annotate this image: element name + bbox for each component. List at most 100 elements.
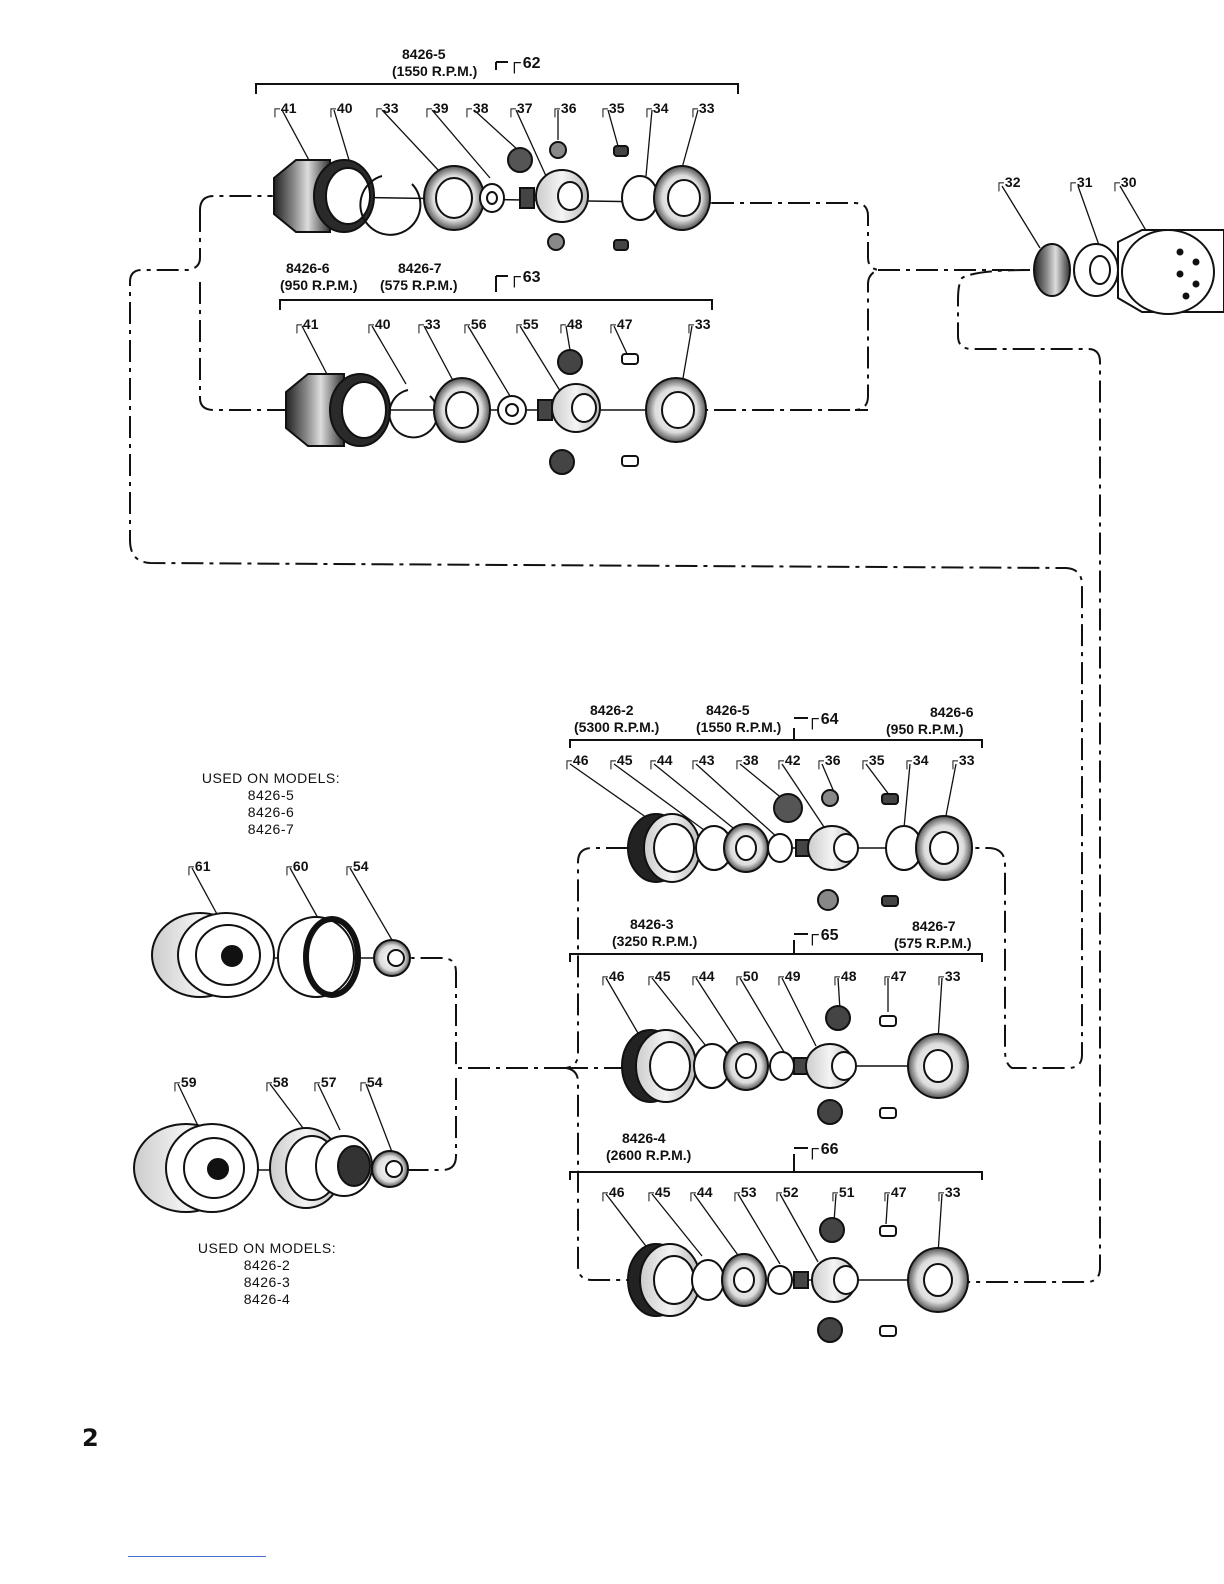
models-list-top: USED ON MODELS: 8426-5 8426-6 8426-7 — [196, 770, 346, 838]
assembly-64-callout: 64 — [806, 708, 839, 729]
model-item: 8426-5 — [247, 787, 295, 803]
assembly-brackets — [255, 61, 983, 1180]
assembly-64-model-3: 8426-6 — [930, 704, 974, 720]
part-label: 33 — [684, 316, 711, 332]
page-number: 2 — [82, 1424, 99, 1452]
assembly-66-rpm: (2600 R.P.M.) — [606, 1147, 692, 1163]
assembly-65-parts — [621, 1005, 969, 1125]
part-label: 39 — [422, 100, 449, 116]
part-label: 45 — [644, 1184, 671, 1200]
assembly-62-parts — [273, 141, 711, 251]
part-label: 60 — [282, 858, 309, 874]
part-label: 38 — [732, 752, 759, 768]
leader-lines — [177, 109, 1149, 1265]
part-label: 33 — [372, 100, 399, 116]
part-label: 38 — [462, 100, 489, 116]
part-label: 32 — [994, 174, 1021, 190]
part-label: 47 — [606, 316, 633, 332]
spindle-set-top-parts — [151, 912, 411, 998]
part-label: 58 — [262, 1074, 289, 1090]
assembly-63-rpm-2: (575 R.P.M.) — [380, 277, 458, 293]
part-label: 34 — [902, 752, 929, 768]
assembly-64-rpm-1: (5300 R.P.M.) — [574, 719, 660, 735]
assembly-64-rpm-3: (950 R.P.M.) — [886, 721, 964, 737]
part-label: 33 — [414, 316, 441, 332]
part-label: 44 — [646, 752, 673, 768]
part-label: 46 — [562, 752, 589, 768]
assembly-66-model: 8426-4 — [622, 1130, 666, 1146]
part-label: 41 — [292, 316, 319, 332]
assembly-64-rpm-2: (1550 R.P.M.) — [696, 719, 782, 735]
assembly-63-rpm-1: (950 R.P.M.) — [280, 277, 358, 293]
part-label: 41 — [270, 100, 297, 116]
part-label: 47 — [880, 968, 907, 984]
assembly-63-parts — [285, 349, 707, 475]
part-label: 50 — [732, 968, 759, 984]
model-item: 8426-7 — [247, 821, 295, 837]
assembly-63-callout: 63 — [508, 266, 541, 287]
assembly-65-model-2: 8426-7 — [912, 918, 956, 934]
assembly-65-callout: 65 — [806, 924, 839, 945]
part-label: 40 — [364, 316, 391, 332]
assembly-62-callout: 62 — [508, 52, 541, 73]
assembly-64-model-2: 8426-5 — [706, 702, 750, 718]
part-label: 48 — [556, 316, 583, 332]
part-label: 31 — [1066, 174, 1093, 190]
assembly-62-model: 8426-5 — [402, 46, 446, 62]
part-label: 33 — [934, 968, 961, 984]
assembly-62-rpm: (1550 R.P.M.) — [392, 63, 478, 79]
part-label: 44 — [686, 1184, 713, 1200]
footer-rule — [128, 1556, 266, 1557]
assembly-66-callout: 66 — [806, 1138, 839, 1159]
part-label: 61 — [184, 858, 211, 874]
part-label: 33 — [948, 752, 975, 768]
part-label: 45 — [644, 968, 671, 984]
part-label: 35 — [858, 752, 885, 768]
assembly-63-model-1: 8426-6 — [286, 260, 330, 276]
model-item: 8426-2 — [243, 1257, 291, 1273]
part-label: 52 — [772, 1184, 799, 1200]
part-label: 53 — [730, 1184, 757, 1200]
models-heading: USED ON MODELS: — [197, 1240, 337, 1256]
center-axes — [232, 195, 968, 1281]
part-label: 54 — [356, 1074, 383, 1090]
part-label: 55 — [512, 316, 539, 332]
part-label: 33 — [688, 100, 715, 116]
part-label: 36 — [814, 752, 841, 768]
assembly-65-model-1: 8426-3 — [630, 916, 674, 932]
part-label: 56 — [460, 316, 487, 332]
models-list-bottom: USED ON MODELS: 8426-2 8426-3 8426-4 — [192, 1240, 342, 1308]
assembly-65-rpm-1: (3250 R.P.M.) — [612, 933, 698, 949]
part-label: 54 — [342, 858, 369, 874]
part-label: 45 — [606, 752, 633, 768]
part-label: 47 — [880, 1184, 907, 1200]
part-label: 35 — [598, 100, 625, 116]
model-item: 8426-3 — [243, 1274, 291, 1290]
part-label: 44 — [688, 968, 715, 984]
part-label: 34 — [642, 100, 669, 116]
models-heading: USED ON MODELS: — [201, 770, 341, 786]
part-label: 43 — [688, 752, 715, 768]
part-label: 36 — [550, 100, 577, 116]
connector-lines — [129, 195, 1101, 1283]
part-label: 30 — [1110, 174, 1137, 190]
part-label: 37 — [506, 100, 533, 116]
assembly-64-model-1: 8426-2 — [590, 702, 634, 718]
assembly-65-rpm-2: (575 R.P.M.) — [894, 935, 972, 951]
part-label: 33 — [934, 1184, 961, 1200]
part-label: 46 — [598, 1184, 625, 1200]
part-label: 46 — [598, 968, 625, 984]
assembly-63-model-2: 8426-7 — [398, 260, 442, 276]
housing-parts — [1033, 229, 1224, 315]
model-item: 8426-4 — [243, 1291, 291, 1307]
assembly-64-parts — [627, 789, 973, 911]
part-label: 49 — [774, 968, 801, 984]
part-label: 57 — [310, 1074, 337, 1090]
assembly-66-parts — [627, 1217, 969, 1343]
spindle-set-bottom-parts — [133, 1123, 409, 1213]
part-label: 59 — [170, 1074, 197, 1090]
part-label: 48 — [830, 968, 857, 984]
part-label: 42 — [774, 752, 801, 768]
part-label: 51 — [828, 1184, 855, 1200]
